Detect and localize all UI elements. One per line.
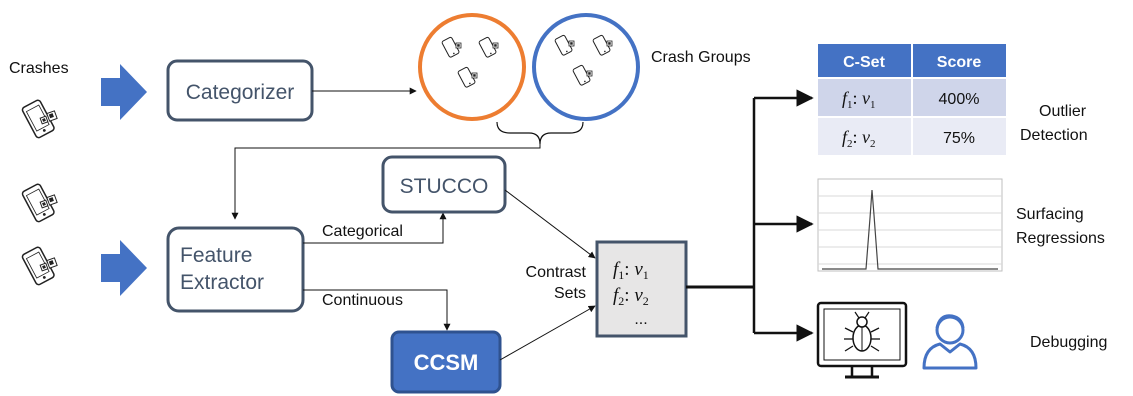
crash-phone-icon [20,98,58,140]
stucco-box [381,155,507,214]
arrow-ccsm-to-contrast [499,305,596,361]
table-row-cell [913,79,1006,116]
crash-group-circle-orange [418,13,526,121]
contrast-row-1: f1: v1 [613,259,649,282]
table-row-cell [818,118,911,155]
feature-extractor-label-line2: Extractor [180,271,264,294]
crash-phone-icon [20,182,58,224]
feature-extractor-box [166,226,305,313]
categorical-label: Categorical [322,223,403,240]
table-row-cset: f1: v1 [842,88,876,111]
table-header-score: Score [937,54,982,71]
table-header-cset: C-Set [843,54,885,71]
ccsm-label: CCSM [414,350,479,375]
ccsm-box [390,330,502,394]
crash-phone-icon [20,245,58,287]
table-row-cset: f2: v2 [842,127,876,150]
table-row-score: 400% [939,91,980,108]
surfacing-label-line1: Surfacing [1016,206,1084,223]
contrast-ellipsis: ... [634,311,647,328]
table-row-cell [913,118,1006,155]
contrast-row-2: f2: v2 [613,285,649,308]
monitor-bug-icon [816,301,908,379]
table-row-cell [818,79,911,116]
input-arrow-icon [101,64,147,120]
arrow-extractor-to-stucco [303,212,447,244]
regression-chart-line [822,189,998,270]
feature-extractor-label-line1: Feature [180,244,252,267]
outlier-label-line1: Outlier [1039,103,1087,120]
contrast-sets-box [595,240,688,338]
outlier-label-line2: Detection [1020,127,1088,144]
arrow-stucco-to-contrast [504,189,596,259]
group-brace [496,121,584,145]
contrast-sets-label-line1: Contrast [526,264,587,281]
arrow-groups-to-extractor [231,144,541,220]
surfacing-label-line2: Regressions [1016,230,1105,247]
input-arrow-icon [101,240,147,296]
table-row-score: 75% [943,130,975,147]
contrast-sets-label-line2: Sets [554,285,586,302]
crash-group-circle-blue [532,13,640,121]
regression-chart [817,178,1003,272]
continuous-label: Continuous [322,292,403,309]
crash-groups-label: Crash Groups [651,49,751,66]
table-header-cell [913,44,1006,77]
debugging-label: Debugging [1030,334,1107,351]
cset-score-table: C-Set Score f1: v1 400% f2: v2 75% [818,44,1006,155]
stucco-label: STUCCO [400,175,489,198]
person-icon [922,314,978,370]
regression-chart-frame [817,178,1003,272]
categorizer-label: Categorizer [186,81,295,104]
table-header-cell [818,44,911,77]
arrow-extractor-to-ccsm [303,289,451,331]
crashes-label: Crashes [9,60,69,77]
